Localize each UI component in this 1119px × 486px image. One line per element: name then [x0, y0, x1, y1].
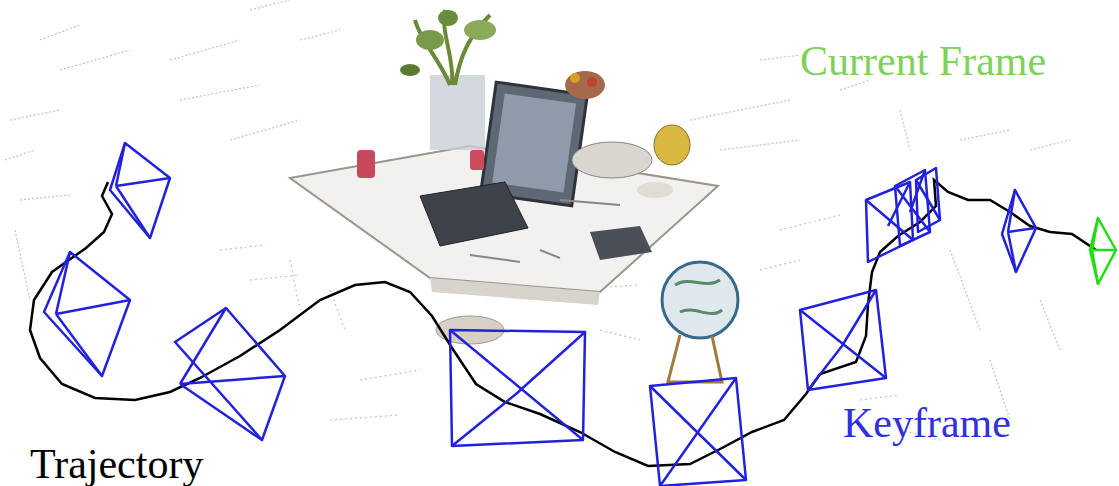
desk — [290, 75, 718, 344]
trajectory-label: Trajectory — [30, 443, 203, 485]
plants — [400, 10, 605, 99]
keyframe-label: Keyframe — [843, 402, 1011, 444]
keyframe-frustums — [44, 143, 1036, 486]
current-frame-label: Current Frame — [800, 40, 1046, 82]
globe — [662, 262, 738, 382]
current-frame-frustum — [1090, 218, 1116, 284]
